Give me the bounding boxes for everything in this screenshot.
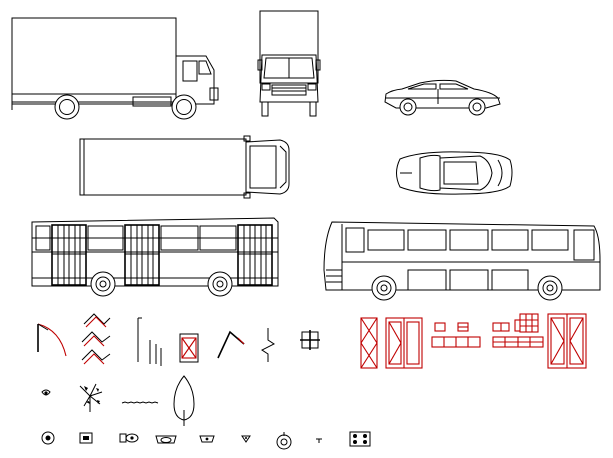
zigzag-symbols [81, 313, 111, 365]
box-truck-top [79, 135, 290, 199]
angle-symbol [217, 330, 245, 359]
counter-sink-icon [199, 435, 215, 443]
small-plant-symbol [41, 389, 51, 396]
red-window-units [431, 313, 544, 348]
tap-fixture-icon [316, 438, 322, 443]
window-symbol [179, 333, 199, 363]
red-door-panels [360, 313, 587, 369]
floor-drain-icon [276, 432, 292, 450]
door-swing-symbol [37, 323, 67, 357]
tree-elevation-symbol [173, 375, 195, 426]
toilet-fixture-icon [119, 433, 139, 443]
sedan-side [384, 79, 501, 116]
break-line-symbol [261, 328, 275, 362]
basin-fixture-icon [155, 435, 177, 444]
box-truck-side [11, 17, 219, 120]
coach-bus-side [323, 221, 601, 301]
palm-plant-symbol [79, 383, 103, 412]
vertical-line-symbols [137, 317, 162, 366]
sink-fixture-icon [79, 432, 93, 444]
small-triangle-fixture-icon [241, 435, 251, 443]
box-truck-front [257, 10, 321, 117]
sedan-top [396, 151, 513, 195]
stove-fixture-icon [349, 431, 371, 447]
grass-line-symbol [121, 401, 159, 404]
grid-symbol [300, 330, 320, 350]
round-fixture-icon [41, 431, 55, 445]
fixture-row [41, 431, 371, 450]
city-bus-side [31, 217, 279, 297]
